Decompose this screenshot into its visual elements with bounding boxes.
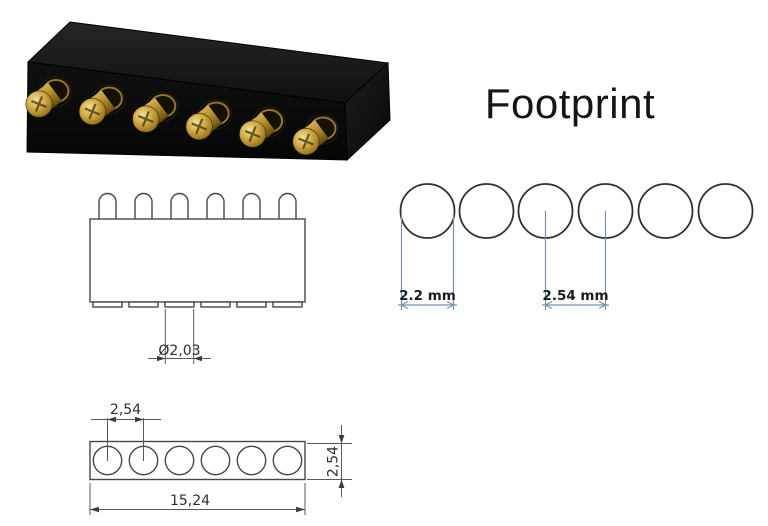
hole-pitch-label: 2,54 [110,402,141,418]
front-view-solder-tails [92,301,303,308]
hole-pitch-dimension: 2,54 [91,402,161,461]
pad-diameter-dimension [398,214,457,310]
connector-3d-render [24,21,391,162]
bottom-view-drawing: 2,54 15,24 2,54 [89,402,352,515]
overall-length-dimension: 15,24 [89,483,306,515]
bottom-view-holes [92,445,303,476]
row-width-label: 2,54 [326,446,342,477]
pad-diameter-label: 2.2 mm [399,288,456,304]
footprint-title: Footprint [484,80,656,127]
footprint-diagram: 2.2 mm 2.54 mm [398,183,754,310]
pad-pitch-label: 2.54 mm [542,288,608,304]
tail-diameter-label: Ø2,03 [158,343,200,359]
row-width-dimension: 2,54 [307,425,352,497]
pad-pitch-dimension [542,211,609,310]
front-view-pins [98,192,297,219]
bottom-view-outline [89,440,306,481]
connector-body [26,21,391,162]
front-view-body [89,218,306,303]
overall-length-label: 15,24 [170,493,210,509]
tail-diameter-dimension: Ø2,03 [148,309,211,364]
front-view-drawing: Ø2,03 [89,192,306,364]
